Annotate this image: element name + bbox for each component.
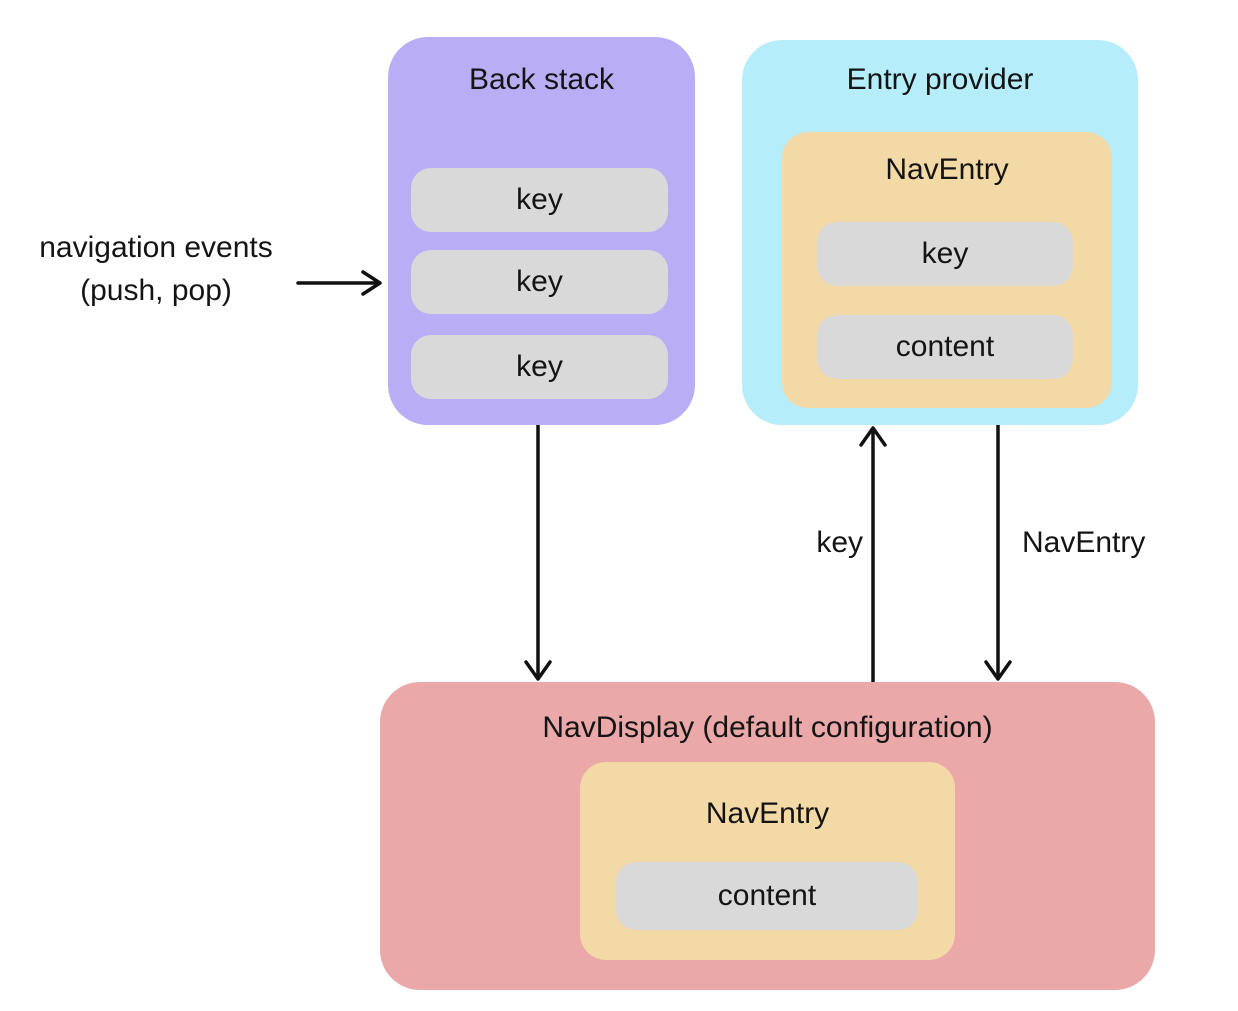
back-stack-key-pill: key bbox=[411, 168, 668, 232]
back-stack-key-pill: key bbox=[411, 335, 668, 399]
naventry-title: NavEntry bbox=[885, 153, 1009, 186]
naventry-key-pill: key bbox=[817, 222, 1073, 286]
entry-provider-title: Entry provider bbox=[846, 63, 1034, 96]
naventry-content-pill: content bbox=[817, 315, 1073, 379]
nav-display-naventry-box: NavEntry content bbox=[580, 762, 955, 960]
back-stack-title: Back stack bbox=[468, 63, 615, 96]
key-up-arrow bbox=[859, 426, 887, 684]
naventry-content-pill: content bbox=[616, 862, 918, 930]
annotation-line-2: (push, pop) bbox=[80, 274, 232, 307]
nav-display-box: NavDisplay (default configuration) NavEn… bbox=[380, 682, 1155, 990]
key-edge-label: key bbox=[816, 526, 863, 559]
entry-provider-naventry-box: NavEntry key content bbox=[782, 132, 1112, 408]
navigation-events-annotation: navigation events (push, pop) bbox=[0, 226, 312, 312]
backstack-to-navdisplay-arrow bbox=[524, 423, 552, 681]
entry-provider-box: Entry provider NavEntry key content bbox=[742, 40, 1138, 425]
nav-display-title: NavDisplay (default configuration) bbox=[542, 711, 993, 744]
naventry-down-arrow bbox=[984, 423, 1012, 681]
back-stack-box: Back stack key key key bbox=[388, 37, 695, 425]
naventry-title: NavEntry bbox=[705, 797, 830, 830]
back-stack-key-pill: key bbox=[411, 250, 668, 314]
naventry-edge-label: NavEntry bbox=[1022, 526, 1146, 559]
annotation-line-1: navigation events bbox=[39, 231, 273, 264]
